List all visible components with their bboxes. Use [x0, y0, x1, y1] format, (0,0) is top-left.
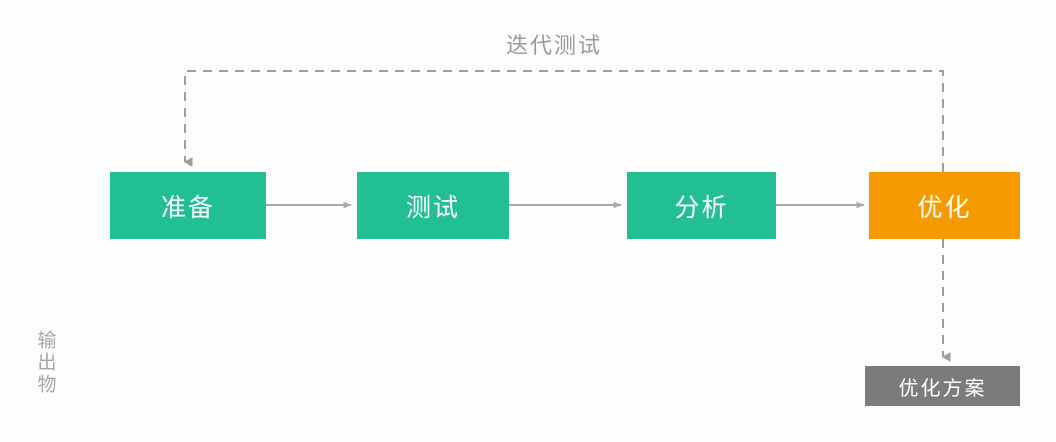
- deliverable-node-optimization-plan[interactable]: 优化方案: [865, 366, 1020, 406]
- stage-node-analyze[interactable]: 分析: [627, 172, 776, 239]
- loop-label-iterative-test: 迭代测试: [506, 33, 603, 58]
- stage-node-prepare[interactable]: 准备: [110, 172, 266, 239]
- swimlane-label-deliverables: 输出物: [34, 330, 56, 396]
- stage-label-test: 测试: [405, 193, 460, 222]
- stage-label-prepare: 准备: [160, 193, 215, 222]
- stage-label-optimize: 优化: [917, 193, 972, 222]
- deliverable-label-optimization-plan: 优化方案: [898, 377, 987, 400]
- stage-node-test[interactable]: 测试: [357, 172, 509, 239]
- stage-node-optimize[interactable]: 优化: [869, 172, 1020, 239]
- stage-label-analyze: 分析: [674, 193, 729, 222]
- connector-feedback-loop: [183, 70, 944, 172]
